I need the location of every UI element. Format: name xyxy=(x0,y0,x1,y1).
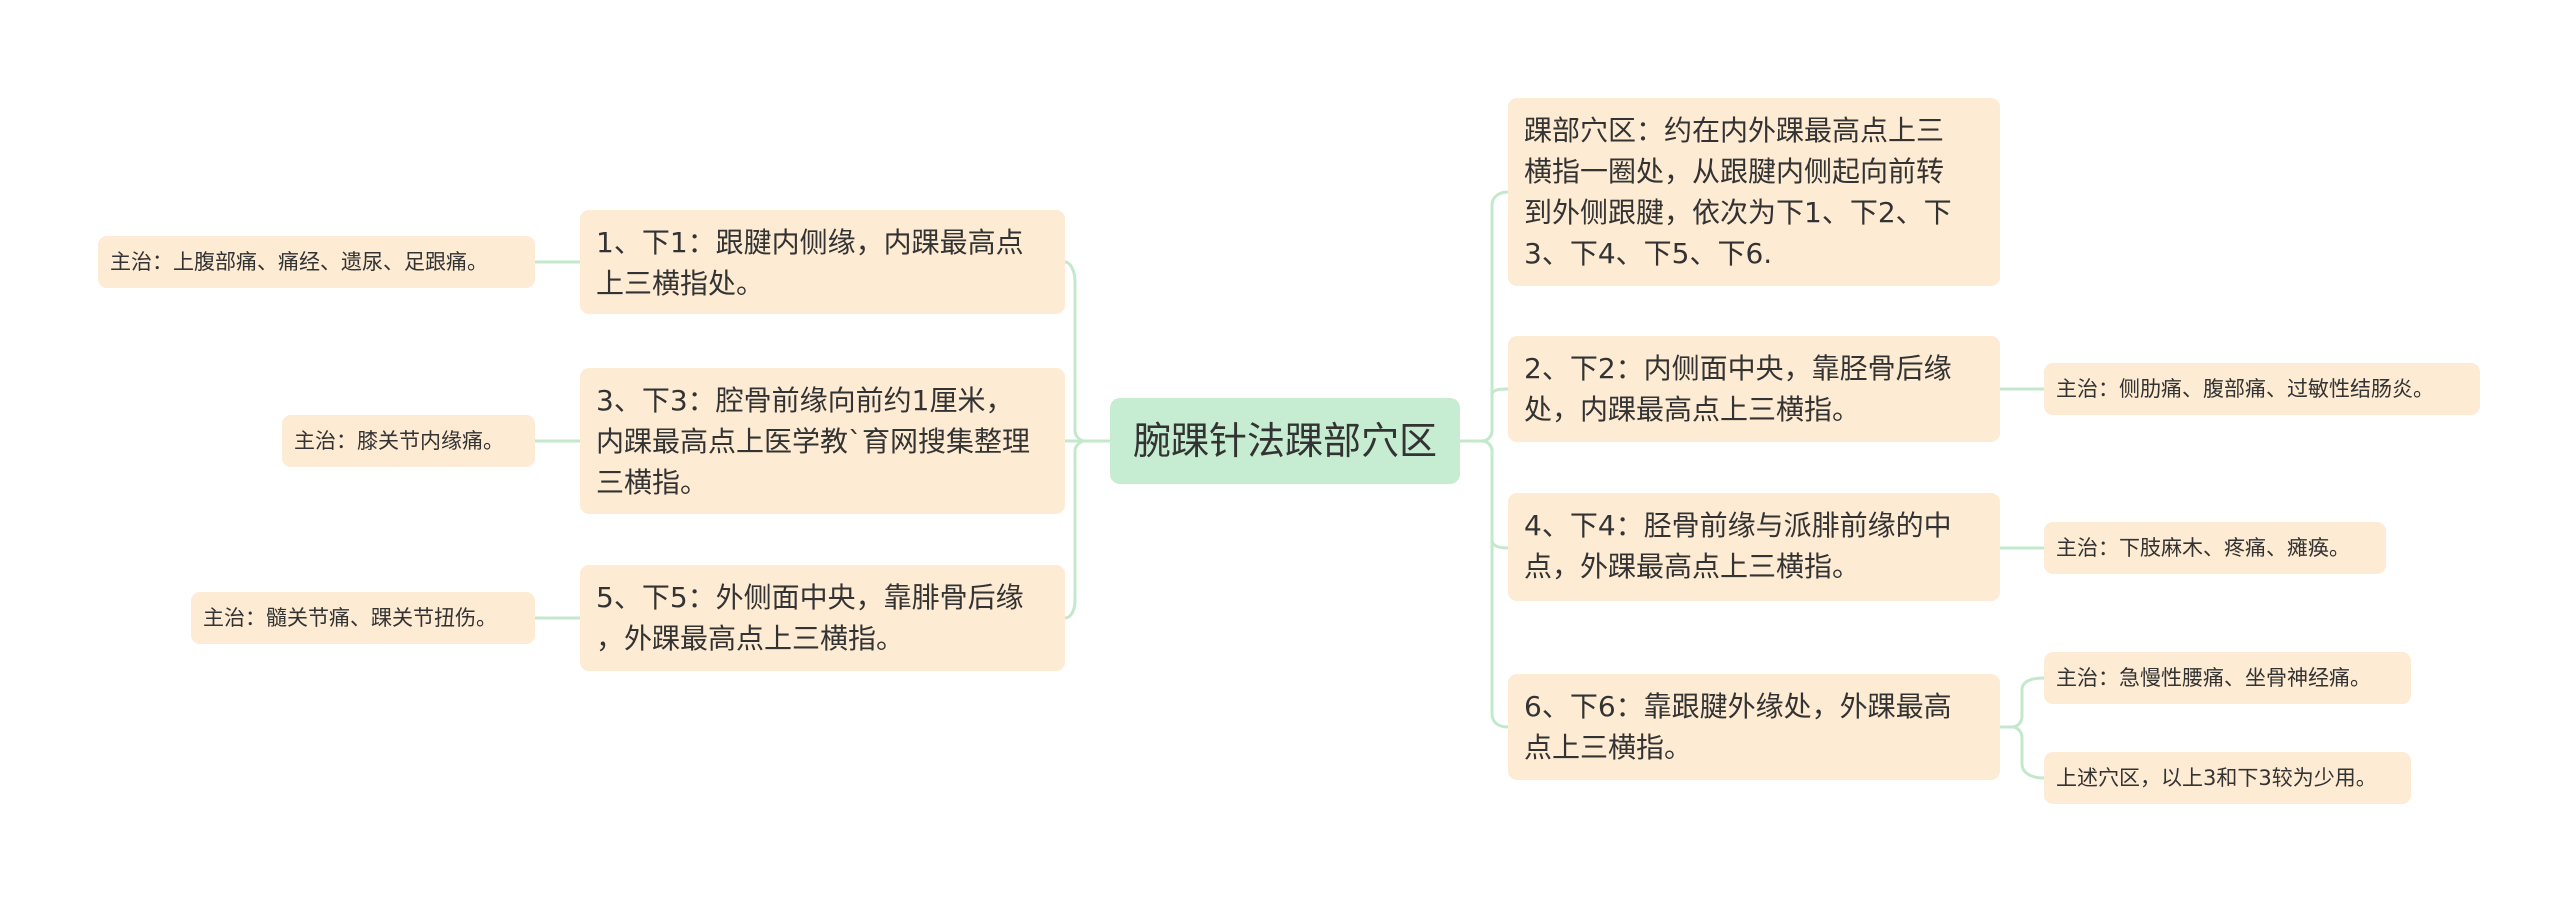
right-topic-2[interactable]: 2、下2：内侧面中央，靠胫骨后缘 处，内踝最高点上三横指。 xyxy=(1508,336,2000,442)
connector-root-left-1 xyxy=(1064,260,1110,443)
right-topic-4[interactable]: 6、下6：靠跟腱外缘处，外踝最高 点上三横指。 xyxy=(1508,674,2000,780)
connector-root-right-1 xyxy=(1460,190,1509,443)
left-topic-3[interactable]: 5、下5：外侧面中央，靠腓骨后缘 ，外踝最高点上三横指。 xyxy=(580,565,1065,671)
root-topic[interactable]: 腕踝针法踝部穴区 xyxy=(1110,398,1460,484)
left-note-1[interactable]: 主治：上腹部痛、痛经、遗尿、足跟痛。 xyxy=(98,236,535,288)
connector-root-right-2 xyxy=(1460,387,1509,443)
right-note-4a[interactable]: 主治：急慢性腰痛、坐骨神经痛。 xyxy=(2044,652,2411,704)
connector-right-note-4a xyxy=(2000,676,2045,729)
connector-root-right-3 xyxy=(1460,439,1509,550)
connector-root-left-3 xyxy=(1064,439,1110,620)
left-note-3[interactable]: 主治：髓关节痛、踝关节扭伤。 xyxy=(191,592,535,644)
right-note-4b[interactable]: 上述穴区，以上3和下3较为少用。 xyxy=(2044,752,2411,804)
left-topic-2[interactable]: 3、下3：腔骨前缘向前约1厘米， 内踝最高点上医学教`育网搜集整理 三横指。 xyxy=(580,368,1065,514)
right-note-2[interactable]: 主治：侧肋痛、腹部痛、过敏性结肠炎。 xyxy=(2044,363,2480,415)
right-note-3[interactable]: 主治：下肢麻木、疼痛、瘫痪。 xyxy=(2044,522,2386,574)
left-topic-1[interactable]: 1、下1：跟腱内侧缘，内踝最高点 上三横指处。 xyxy=(580,210,1065,314)
right-topic-1[interactable]: 踝部穴区：约在内外踝最高点上三 横指一圈处，从跟腱内侧起向前转 到外侧跟腱，依次… xyxy=(1508,98,2000,286)
connector-right-note-4b xyxy=(2000,725,2045,780)
left-note-2[interactable]: 主治：膝关节内缘痛。 xyxy=(282,415,535,467)
right-topic-3[interactable]: 4、下4：胫骨前缘与派腓前缘的中 点，外踝最高点上三横指。 xyxy=(1508,493,2000,601)
connector-root-right-4 xyxy=(1460,439,1509,729)
